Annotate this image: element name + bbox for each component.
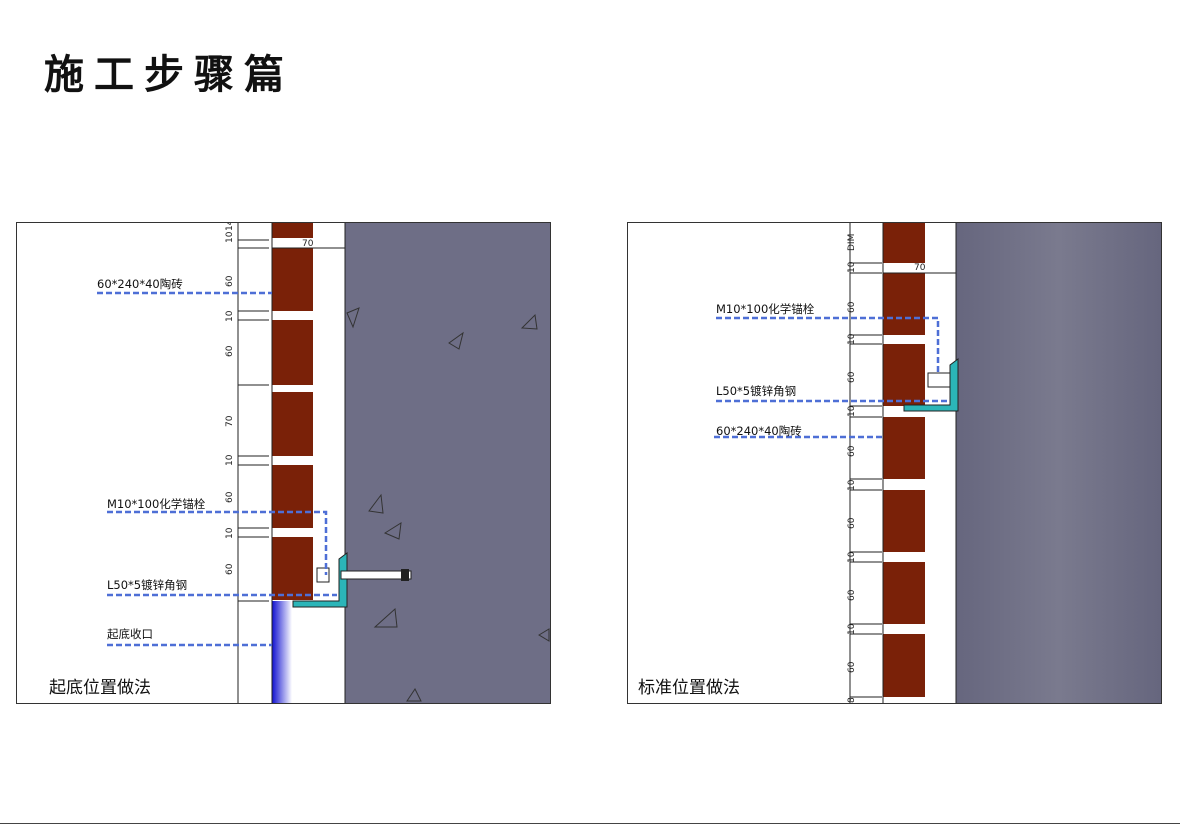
angle-steel (292, 552, 348, 608)
joint-ticks (238, 239, 345, 602)
dim-label: 10 (847, 479, 857, 491)
dim-label: 70 (225, 415, 235, 427)
tile (883, 223, 925, 263)
page-title: 施工步骤篇 (44, 51, 294, 98)
dim-label: 10 (225, 231, 235, 243)
dim-label: 60 (225, 491, 235, 503)
dim-label: 10 (847, 333, 857, 345)
tile (272, 223, 313, 238)
joint-ticks (850, 262, 956, 698)
anchor-rod (340, 570, 412, 580)
label-ceramic-tile: 60*240*40陶砖 (716, 424, 802, 438)
label-angle-steel: L50*5镀锌角钢 (107, 578, 188, 592)
dim-label: 60 (847, 589, 857, 601)
tile (272, 465, 313, 528)
label-angle-steel: L50*5镀锌角钢 (716, 384, 797, 398)
concrete-aggregate-marks (346, 307, 550, 702)
dim-label: 14 (225, 223, 235, 231)
dim-label: 60 (847, 517, 857, 529)
dimension-texts: 10 14 70 60 10 60 70 10 60 10 60 (225, 223, 314, 575)
tile (883, 273, 925, 335)
label-chemical-anchor: M10*100化学锚栓 (107, 497, 206, 511)
dim-label: 10 (847, 551, 857, 563)
dim-label: 60 (225, 563, 235, 575)
concrete-wall (956, 223, 1161, 703)
dim-label: 10 (225, 454, 235, 466)
standard-position-detail: DIM 10 70 60 10 60 10 60 10 60 10 60 10 … (627, 222, 1162, 704)
anchor-nut (927, 372, 951, 388)
tile (883, 417, 925, 479)
dim-label: 70 (914, 263, 926, 273)
ceramic-tiles (272, 223, 313, 600)
dim-label: 60 (847, 301, 857, 313)
dim-label: 70 (302, 239, 314, 249)
dim-label: 10 (847, 623, 857, 635)
dim-label: 60 (225, 345, 235, 357)
anchor-nut (316, 567, 330, 583)
dim-label: 60 (225, 275, 235, 287)
standard-position-drawing: DIM 10 70 60 10 60 10 60 10 60 10 60 10 … (714, 223, 1161, 703)
footer-divider (0, 823, 1180, 824)
leader-lines (714, 316, 948, 439)
panel-caption: 起底位置做法 (49, 678, 151, 698)
concrete-wall (345, 223, 550, 703)
tile (883, 562, 925, 624)
base-trim (272, 601, 292, 703)
dim-label: 10 (847, 261, 857, 273)
leader-lines (97, 291, 337, 647)
dim-label: 10 (225, 527, 235, 539)
panel-caption: 标准位置做法 (638, 678, 740, 698)
tile (272, 537, 313, 600)
ceramic-tiles (883, 223, 925, 697)
dim-label: 10 (847, 405, 857, 417)
label-ceramic-tile: 60*240*40陶砖 (97, 277, 183, 291)
base-position-drawing: 10 14 70 60 10 60 70 10 60 10 60 (97, 223, 550, 703)
dim-label: 60 (847, 371, 857, 383)
dim-label: 10 (225, 310, 235, 322)
tile (272, 320, 313, 385)
base-position-detail: 10 14 70 60 10 60 70 10 60 10 60 60*240*… (16, 222, 551, 704)
label-base-trim: 起底收口 (107, 627, 153, 641)
dim-label: 60 (847, 445, 857, 457)
tile (883, 344, 925, 406)
tile (272, 392, 313, 456)
dim-label: 8 (847, 697, 857, 703)
angle-steel (903, 358, 959, 412)
tile (272, 248, 313, 311)
label-chemical-anchor: M10*100化学锚栓 (716, 302, 815, 316)
tile (883, 490, 925, 552)
anchor-tip (401, 569, 409, 581)
dim-label: DIM (847, 234, 857, 251)
dimension-texts: DIM 10 70 60 10 60 10 60 10 60 10 60 10 … (847, 234, 926, 703)
tile (883, 634, 925, 697)
dim-label: 60 (847, 661, 857, 673)
